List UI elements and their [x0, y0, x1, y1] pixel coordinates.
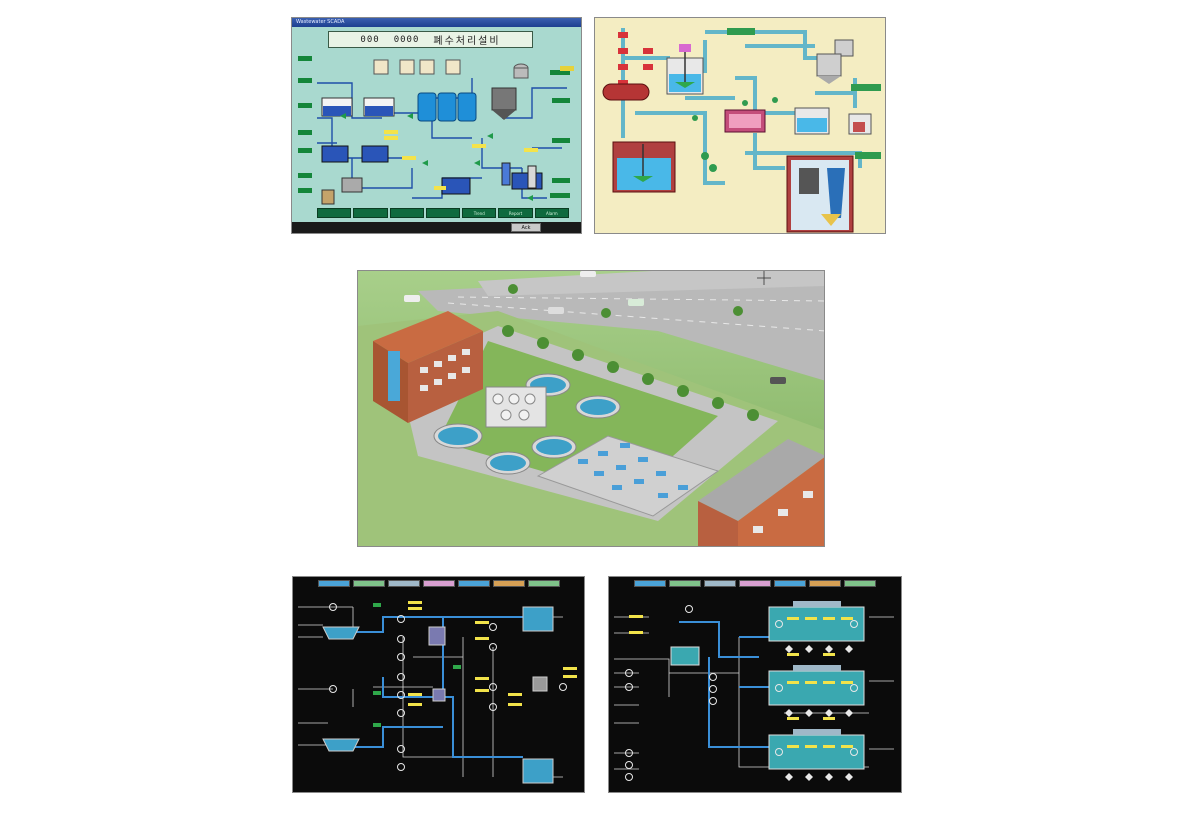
valve-symbols [625, 605, 858, 781]
screen-tabs [293, 580, 584, 587]
lower-tanks [321, 145, 543, 205]
alarm-status-bar: Ack [292, 222, 581, 233]
tab-3[interactable] [387, 580, 420, 587]
nav-button-2[interactable] [353, 208, 388, 218]
tanks [322, 606, 554, 784]
value-tags [408, 601, 577, 706]
reaction-tanks [321, 97, 395, 117]
sludge-press [786, 155, 854, 233]
cars [404, 271, 786, 384]
red-tank [602, 83, 650, 101]
silo [816, 39, 854, 84]
plant-aerial-rendering [357, 270, 825, 547]
process-diagram-1 [298, 56, 574, 205]
nav-button-report[interactable]: Report [498, 208, 533, 218]
pumps [692, 97, 778, 172]
value-tags [629, 615, 853, 748]
nav-button-4[interactable] [425, 208, 461, 218]
hmi-treatment-process-screen [594, 17, 886, 234]
process-lines [333, 616, 523, 758]
tab-2[interactable] [669, 580, 701, 587]
tab-7[interactable] [527, 580, 560, 587]
bottom-basin [612, 141, 676, 193]
green-labels [727, 28, 881, 159]
compass-rose [757, 271, 771, 285]
trees [502, 284, 759, 421]
process-diagram-2 [602, 28, 881, 233]
nav-button-1[interactable] [317, 208, 352, 218]
window-titlebar: Wastewater SCADA [292, 18, 581, 27]
header-code-2: 0000 [393, 34, 420, 45]
header-title: 폐수처리설비 [433, 36, 501, 47]
right-tag-labels [550, 66, 574, 198]
tab-3[interactable] [704, 580, 736, 587]
tab-1[interactable] [317, 580, 350, 587]
agitation-tank-top [666, 44, 704, 95]
filter-unit [724, 109, 766, 133]
value-tags [384, 130, 538, 190]
nav-button-trend[interactable]: Trend [462, 208, 497, 218]
dosing-tanks [373, 59, 529, 79]
highway [418, 271, 824, 381]
screen-tabs [609, 580, 901, 587]
nav-button-3[interactable] [389, 208, 424, 218]
valve-stack [618, 32, 653, 86]
header-code-1: 000 [360, 34, 380, 45]
tab-5[interactable] [457, 580, 490, 587]
admin-building [373, 311, 483, 423]
maintenance-building [698, 439, 824, 546]
pump-symbols [329, 603, 567, 771]
covered-basins [536, 435, 720, 517]
clarifier-tanks [433, 373, 621, 475]
tab-6[interactable] [492, 580, 525, 587]
process-lines [679, 621, 769, 748]
left-tag-labels [298, 56, 312, 193]
valves [340, 113, 533, 201]
tab-4[interactable] [422, 580, 455, 587]
header-text: 000 0000 폐수처리설비 [328, 31, 533, 48]
nav-button-alarm[interactable]: Alarm [534, 208, 569, 218]
aerial-view-illustration [358, 271, 824, 546]
window-title: Wastewater SCADA [296, 19, 345, 25]
filter-banks [670, 601, 865, 770]
signal-lines [614, 616, 894, 770]
tab-7[interactable] [844, 580, 876, 587]
tab-1[interactable] [634, 580, 666, 587]
tab-5[interactable] [774, 580, 806, 587]
screen-header [328, 31, 533, 48]
ack-button[interactable]: Ack [511, 223, 541, 232]
tab-2[interactable] [352, 580, 385, 587]
process-equipment [485, 386, 547, 428]
process-diagram-3 [298, 601, 577, 784]
navigation-bar: Trend Report Alarm [317, 208, 569, 218]
tab-4[interactable] [739, 580, 771, 587]
status-indicators [373, 603, 461, 727]
drain-valves [785, 645, 853, 781]
storage-vessels [417, 87, 517, 122]
clear-tanks [794, 107, 872, 135]
hmi-dark-screen-1 [292, 576, 585, 793]
hmi-wastewater-screen: Wastewater SCADA 000 0000 폐수처리설비 [291, 17, 582, 234]
tab-6[interactable] [809, 580, 841, 587]
process-diagram-4 [614, 601, 894, 781]
hmi-dark-screen-2 [608, 576, 902, 793]
